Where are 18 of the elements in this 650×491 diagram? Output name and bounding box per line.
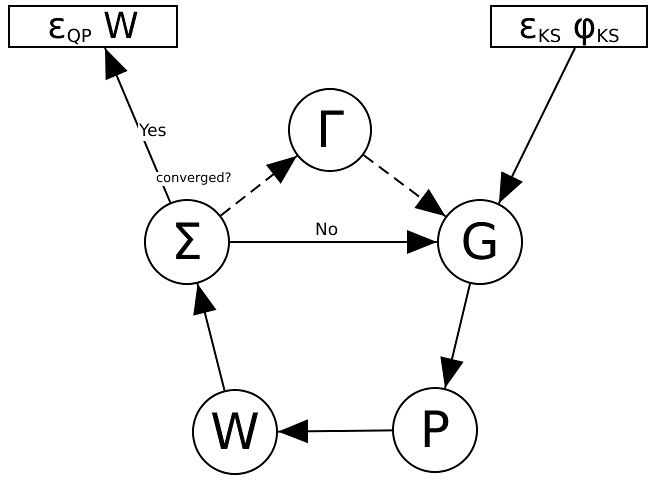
arrow [278, 419, 392, 444]
symbol-text: Σ [171, 217, 203, 267]
symbol-text: P [420, 405, 450, 455]
symbol-text: W [210, 407, 260, 457]
arrow [220, 155, 298, 216]
arrow [363, 154, 446, 218]
output-box [490, 5, 648, 48]
symbol-text: ε$_{QP}$ W [47, 8, 139, 44]
edge-label: converged? [155, 172, 233, 186]
symbol-text: ε$_{KS}$ φ$_{KS}$ [518, 8, 620, 44]
output-box [8, 5, 178, 48]
arrow [230, 230, 437, 254]
edge-label: Yes [138, 122, 168, 141]
symbol-text: Γ [316, 105, 344, 155]
arrow [440, 284, 471, 388]
arrow [498, 48, 576, 204]
arrow [193, 283, 226, 391]
symbol-text: G [460, 217, 500, 267]
